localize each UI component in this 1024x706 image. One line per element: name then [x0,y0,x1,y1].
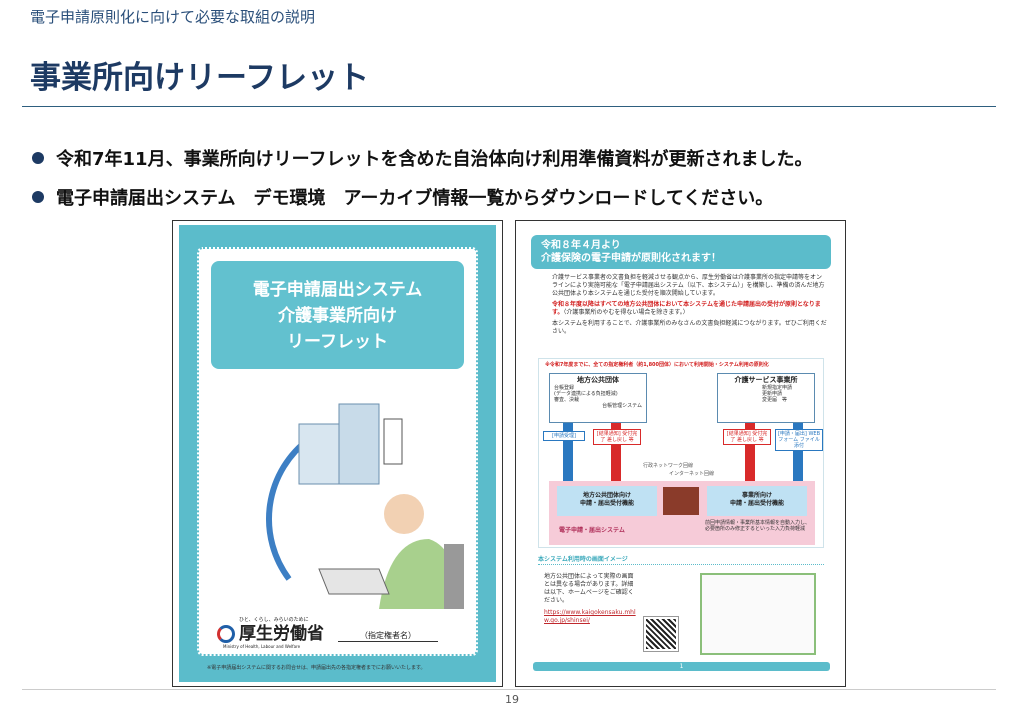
gov-item: 審査、決裁 [554,397,580,403]
bullet-icon [32,152,44,164]
bullet-item: 令和7年11月、事業所向けリーフレットを含めた自治体向け利用準備資料が更新されま… [32,145,813,171]
network-label: インターネット回線 [669,471,715,477]
arrow-label: [申請受理] [543,431,585,441]
screen-thumbnail [700,573,816,655]
text: 地方公共団体向け [582,492,631,499]
ministry-logo-row: 厚生労働省 [217,624,324,644]
ministry-logo: ひと、くらし、みらいのために 厚生労働省 Ministry of Health,… [217,617,324,650]
page-number: 19 [505,693,519,706]
arrow-down [611,423,621,481]
ministry-logo-icon [217,625,235,643]
provider-box: 介護サービス事業所 新規指定申請 更新申請 変更届 等 [717,373,815,423]
gov-item: (データ連携による負担軽減) [554,391,618,397]
arrow-label: [申請・届出] WEBフォーム ファイル添付 [775,429,823,451]
title-line: 電子申請届出システム [252,280,423,300]
gov-item: 台帳登録 [554,385,575,391]
leaflet-headline: 令和８年４月より 介護保険の電子申請が原則化されます！ [531,235,831,269]
gov-system-label: 台帳管理システム [602,403,642,409]
text: （介護事業所のやむを得ない場合を除きます。） [563,309,689,316]
arrow-down [793,423,803,481]
slide-title: 事業所向けリーフレット [30,60,370,96]
box-title: 地方公共団体 [577,376,619,384]
title-line: リーフレット [287,332,388,352]
leaflet-page-number: 1 [533,662,830,671]
intro-paragraphs: 介護サービス事業者の文書負担を軽減させる観点から、厚生労働省は介護事業所の指定申… [552,274,827,336]
text: 事業所向け [741,492,772,499]
ministry-name: 厚生労働省 [239,624,324,644]
diagram-note: ※令和7年度までに、全ての指定権利者（約1,800団体）において利用開始・システ… [545,362,769,368]
leaflet-page-image: 令和８年４月より 介護保険の電子申請が原則化されます！ 介護サービス事業者の文書… [515,220,846,687]
local-gov-box: 地方公共団体 台帳登録 (データ連携による負担軽減) 審査、決裁 台帳管理システ… [549,373,647,423]
system-diagram: ※令和7年度までに、全ての指定権利者（約1,800団体）において利用開始・システ… [538,358,824,548]
title-line: 介護事業所向け [278,306,397,326]
auto-input-note: 前回申請情報・事業所基本情報を自動入力し、必要箇所のみ修正するといった入力負荷軽… [705,520,811,532]
system-name: 電子申請・届出システム [559,527,625,534]
ministry-english: Ministry of Health, Labour and Welfare [223,644,301,649]
provider-item: 更新申請 [762,391,783,397]
arrow-up [745,423,755,481]
provider-item: 新規指定申請 [762,385,793,391]
text: 申請・届出受付機能 [729,500,784,507]
firewall-icon [663,487,699,515]
footer-divider [22,689,996,690]
bullet-text: 令和7年11月、事業所向けリーフレットを含めた自治体向け利用準備資料が更新されま… [56,149,813,170]
slide-subtitle: 電子申請原則化に向けて必要な取組の説明 [30,8,316,26]
screen-info: 地方公共団体によって実際の画面とは異なる場合があります。詳細は以下、ホームページ… [544,573,639,625]
provider-item: 変更届 等 [762,397,788,403]
inquiry-note: ※電子申請届出システムに関するお問合せは、申請届出先の各指定権者までにお願いいた… [207,665,426,671]
screen-note: 地方公共団体によって実際の画面とは異なる場合があります。詳細は以下、ホームページ… [544,573,634,604]
designator-name: （指定権者名） [338,630,438,642]
section-title: 本システム利用時の画面イメージ [538,555,824,565]
qr-code [643,616,679,652]
box-title: 介護サービス事業所 [734,376,798,384]
red-text: 令和８年度以降はすべての地方公共団体において本システムを通じた申請届出の受付が原… [552,301,821,316]
headline-line: 令和８年４月より [541,240,621,251]
title-divider [22,106,996,107]
arrow-label: [結果通知] 受付完了 差し戻し 等 [593,429,641,445]
text: 申請・届出受付機能 [579,500,634,507]
bullet-item: 電子申請届出システム デモ環境 アーカイブ情報一覧からダウンロードしてください。 [32,184,773,210]
paragraph: 本システムを利用することで、介護事業所のみなさんの文書負担軽減につながります。ぜ… [552,320,827,335]
homepage-link[interactable]: https://www.kaigokensaku.mhlw.go.jp/shin… [544,609,636,624]
arrow-up [563,423,573,481]
office-worker-illustration [266,403,464,609]
paragraph: 令和８年度以降はすべての地方公共団体において本システムを通じた申請届出の受付が原… [552,301,827,317]
paragraph: 介護サービス事業者の文書負担を軽減させる観点から、厚生労働省は介護事業所の指定申… [552,274,825,297]
system-area: 地方公共団体向け申請・届出受付機能 事業所向け申請・届出受付機能 電子申請・届出… [549,481,815,545]
provider-function: 事業所向け申請・届出受付機能 [707,486,807,516]
network-label: 行政ネットワーク回線 [643,463,694,469]
ministry-row: ひと、くらし、みらいのために 厚生労働省 Ministry of Health,… [217,617,438,650]
bullet-text: 電子申請届出システム デモ環境 アーカイブ情報一覧からダウンロードしてください。 [56,188,774,209]
headline-line: 介護保険の電子申請が原則化されます！ [541,253,721,264]
leaflet-cover-image: 電子申請届出システム 介護事業所向け リーフレット ひと、くらし、みらいのために… [172,220,503,687]
gov-function: 地方公共団体向け申請・届出受付機能 [557,486,657,516]
leaflet-title: 電子申請届出システム 介護事業所向け リーフレット [211,261,464,369]
bullet-icon [32,191,44,203]
arrow-label: [結果通知] 受付完了 差し戻し 等 [723,429,771,445]
ministry-tagline: ひと、くらし、みらいのために [239,617,309,623]
